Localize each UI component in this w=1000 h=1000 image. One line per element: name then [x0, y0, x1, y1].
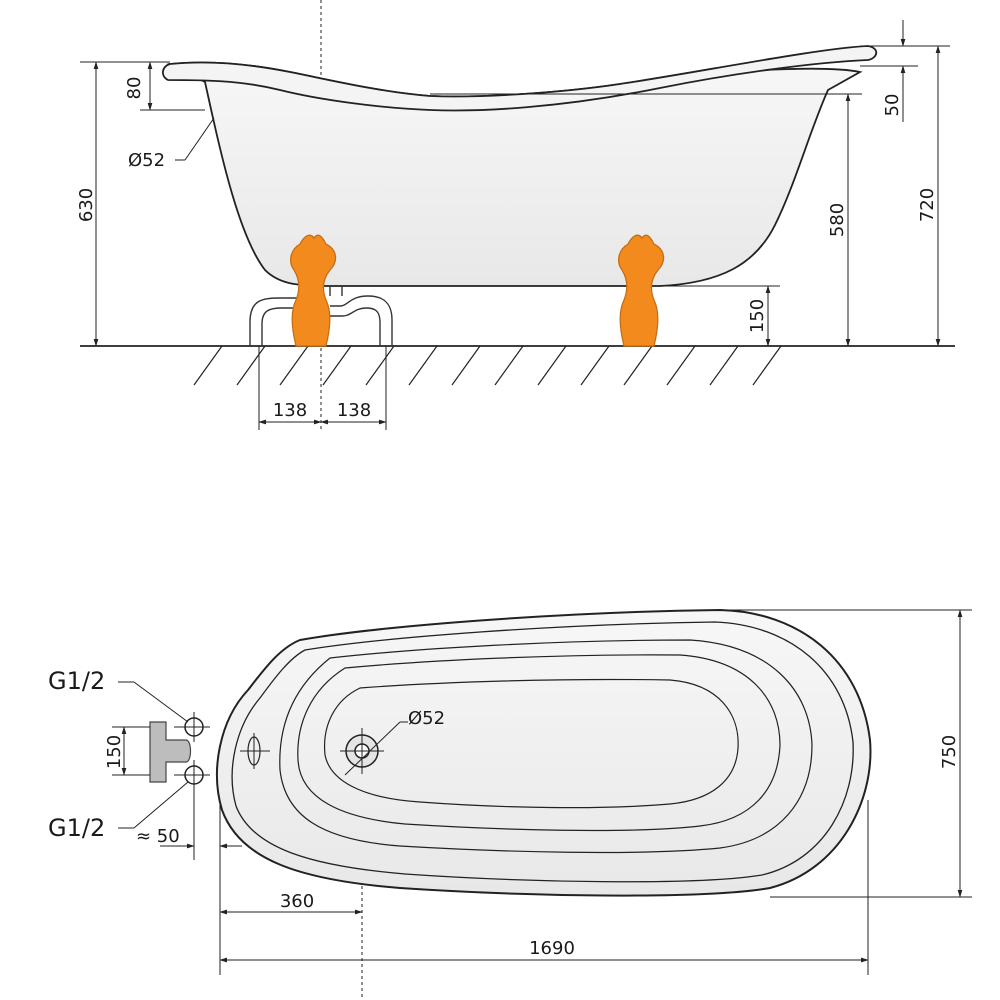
dim-630: 630	[76, 61, 170, 347]
dim-750: 750	[720, 609, 972, 898]
dim-580: 580	[430, 93, 862, 347]
dim-50: 50	[860, 20, 918, 122]
leg-left	[290, 234, 337, 347]
dim-360-label: 360	[280, 891, 314, 912]
dim-138-left-label: 138	[273, 400, 307, 421]
side-view: 630 80 Ø52 50 580	[76, 0, 955, 430]
dim-720: 720	[870, 45, 950, 347]
dim-overflow: Ø52	[128, 117, 215, 171]
dim-150-leg-label: 150	[747, 299, 768, 333]
dim-150-taps-label: 150	[104, 735, 125, 769]
dim-750-label: 750	[939, 735, 960, 769]
top-view: Ø52 G1/2 G1/2 150	[48, 608, 972, 1000]
tub-rim-top	[231, 621, 854, 883]
dim-approx-50: ≈ 50	[136, 790, 242, 860]
dim-720-label: 720	[917, 188, 938, 222]
dim-138-138: 138 138	[258, 346, 387, 430]
overflow-diameter-label: Ø52	[128, 150, 165, 171]
dim-630-label: 630	[76, 188, 97, 222]
basin-contour-2	[297, 654, 781, 832]
dim-150-leg: 150	[660, 285, 780, 347]
floor-hatching	[193, 345, 782, 386]
tap-bottom-label: G1/2	[48, 814, 105, 842]
tap-bracket	[149, 712, 210, 790]
drain-diameter-label: Ø52	[408, 708, 445, 729]
dim-50-label: 50	[882, 94, 903, 117]
dim-1690-label: 1690	[529, 938, 575, 959]
tub-rim-side	[162, 45, 878, 112]
tap-top-label: G1/2	[48, 667, 105, 695]
basin-contour-1	[279, 639, 813, 854]
overflow-symbol	[240, 733, 270, 769]
dim-580-label: 580	[827, 203, 848, 237]
tap-labels: G1/2 G1/2	[48, 667, 189, 842]
dim-138-right-label: 138	[337, 400, 371, 421]
tub-outline-top	[216, 608, 872, 897]
drain-symbol: Ø52	[340, 708, 445, 776]
dim-80: 80	[124, 61, 205, 111]
leg-right	[618, 234, 665, 347]
basin-floor	[323, 678, 739, 809]
dim-360: 360	[219, 800, 363, 975]
dim-1690: 1690	[219, 800, 869, 975]
dim-80-label: 80	[124, 77, 145, 100]
drain-pipes	[249, 286, 393, 346]
dim-approx-50-label: ≈ 50	[136, 826, 180, 847]
dim-150-taps: 150	[104, 726, 150, 776]
